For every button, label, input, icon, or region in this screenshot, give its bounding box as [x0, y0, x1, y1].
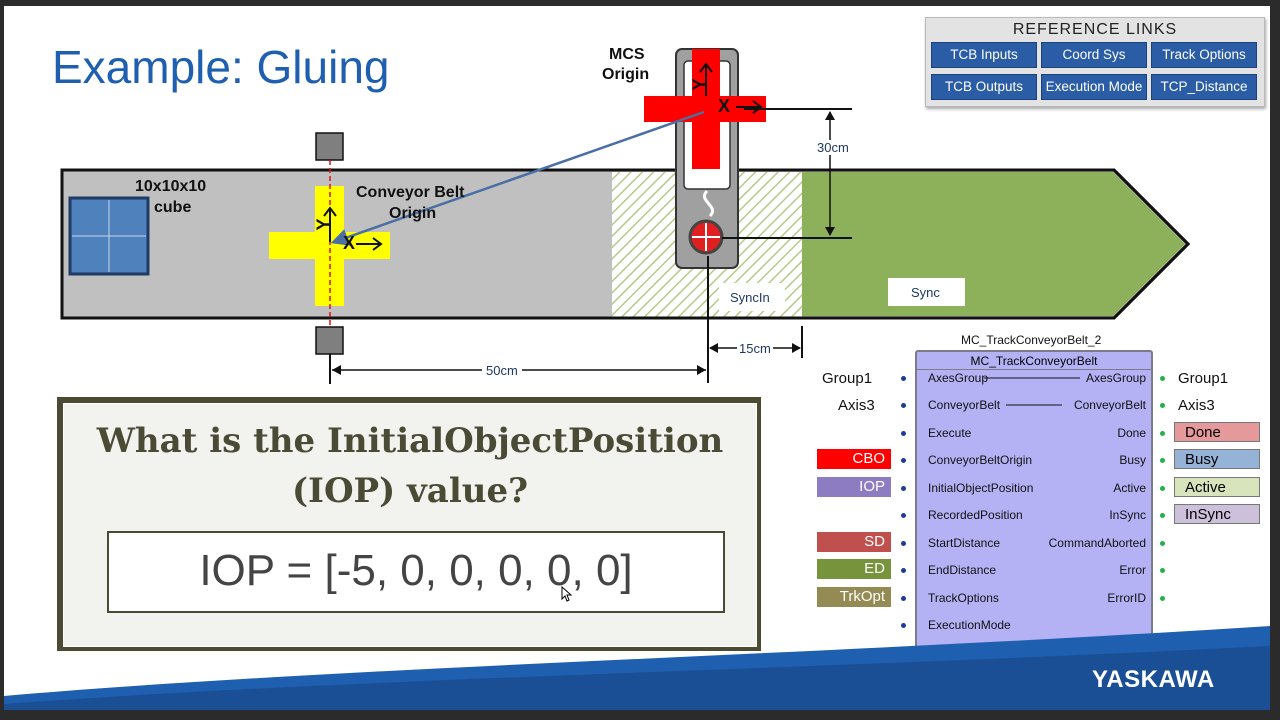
var-ed[interactable]: ED	[817, 559, 891, 579]
var-sd[interactable]: SD	[817, 532, 891, 552]
link-tcb-outputs[interactable]: TCB Outputs	[931, 74, 1037, 100]
question-text: What is the InitialObjectPosition (IOP) …	[64, 416, 756, 516]
var-cbo[interactable]: CBO	[817, 449, 891, 469]
pin-in-2[interactable]	[901, 431, 906, 436]
mcs-origin-label-2: Origin	[602, 66, 650, 83]
answer-box: IOP = [-5, 0, 0, 0, 0, 0]	[107, 531, 725, 613]
fb-input-trackoptions: TrackOptions	[928, 591, 999, 605]
answer-text: IOP = [-5, 0, 0, 0, 0, 0]	[199, 546, 633, 595]
fb-output-conveyorbelt: ConveyorBelt	[1073, 398, 1146, 412]
conveyor-x-axis-label: X	[343, 233, 356, 253]
pin-out-5[interactable]	[1160, 513, 1165, 518]
cube-label-1: 10x10x10	[135, 178, 207, 195]
var-done[interactable]: Done	[1174, 422, 1260, 442]
conveyor-origin-label-1: Conveyor Belt	[356, 184, 465, 201]
fb-input-initialobjectposition: InitialObjectPosition	[928, 481, 1034, 495]
slide: Example: Gluing REFERENCE LINKS TCB Inpu…	[4, 6, 1270, 710]
fb-input-execute: Execute	[928, 426, 972, 440]
dim-50cm-label: 50cm	[482, 363, 522, 378]
fb-input-recordedposition: RecordedPosition	[928, 508, 1023, 522]
dim-15cm-label: 15cm	[737, 341, 773, 356]
link-track-options[interactable]: Track Options	[1151, 42, 1257, 68]
mcs-origin-label-1: MCS	[609, 46, 645, 63]
var-group1-left: Group1	[822, 370, 873, 387]
pin-in-1[interactable]	[901, 403, 906, 408]
syncin-label: SyncIn	[730, 290, 770, 305]
mouse-cursor-icon	[561, 586, 573, 602]
pin-in-7[interactable]	[901, 568, 906, 573]
fb-output-busy: Busy	[1119, 453, 1146, 467]
bottom-banner	[4, 626, 1270, 710]
reference-links-title: REFERENCE LINKS	[1012, 21, 1178, 38]
pin-out-0[interactable]	[1160, 376, 1165, 381]
mcs-x-axis-label: X	[718, 96, 731, 116]
var-trkopt[interactable]: TrkOpt	[817, 587, 891, 607]
var-insync[interactable]: InSync	[1174, 504, 1260, 524]
fb-type-name: MC_TrackConveyorBelt	[970, 354, 1098, 368]
pin-in-4[interactable]	[901, 486, 906, 491]
question-line-2: (IOP) value?	[291, 471, 529, 511]
fb-input-axesgroup: AxesGroup	[928, 371, 989, 385]
pin-in-0[interactable]	[901, 376, 906, 381]
fb-instance-name: MC_TrackConveyorBelt_2	[961, 333, 1102, 347]
fb-output-axesgroup: AxesGroup	[1085, 371, 1146, 385]
link-tcp-distance[interactable]: TCP_Distance	[1151, 74, 1257, 100]
var-axis3-left: Axis3	[838, 397, 875, 414]
fb-output-done: Done	[1117, 426, 1146, 440]
reference-links-panel: REFERENCE LINKS TCB Inputs Coord Sys Tra…	[925, 17, 1265, 107]
pin-out-6[interactable]	[1160, 541, 1165, 546]
question-box: What is the InitialObjectPosition (IOP) …	[57, 397, 761, 651]
var-busy[interactable]: Busy	[1174, 449, 1260, 469]
pin-out-1[interactable]	[1160, 403, 1165, 408]
var-group1-right: Group1	[1178, 370, 1229, 387]
cube-label-2: cube	[154, 199, 192, 216]
dim-30cm-label: 30cm	[815, 140, 851, 155]
fb-output-error: Error	[1119, 563, 1146, 577]
fb-header-divider	[917, 369, 1151, 370]
fb-output-commandaborted: CommandAborted	[1048, 536, 1146, 550]
pin-in-8[interactable]	[901, 596, 906, 601]
fb-output-active: Active	[1113, 481, 1146, 495]
pin-out-8[interactable]	[1160, 596, 1165, 601]
function-block[interactable]: MC_TrackConveyorBelt	[915, 350, 1153, 655]
pin-in-9[interactable]	[901, 623, 906, 628]
pin-in-3[interactable]	[901, 458, 906, 463]
pin-out-4[interactable]	[1160, 486, 1165, 491]
link-tcb-inputs[interactable]: TCB Inputs	[931, 42, 1037, 68]
slide-title: Example: Gluing	[52, 41, 390, 93]
conveyor-diagram	[60, 48, 1191, 384]
pin-in-6[interactable]	[901, 541, 906, 546]
yaskawa-logo: YASKAWA	[1092, 666, 1215, 693]
question-inner: What is the InitialObjectPosition (IOP) …	[63, 403, 757, 647]
fb-input-conveyorbeltorigin: ConveyorBeltOrigin	[928, 453, 1033, 467]
fb-input-executionmode: ExecutionMode	[928, 618, 1011, 632]
pin-out-2[interactable]	[1160, 431, 1165, 436]
var-axis3-right: Axis3	[1178, 397, 1215, 414]
fb-output-errorid: ErrorID	[1107, 591, 1146, 605]
question-line-1: What is the InitialObjectPosition	[96, 421, 724, 461]
function-block-pins	[984, 377, 1080, 406]
link-execution-mode[interactable]: Execution Mode	[1041, 74, 1147, 100]
link-coord-sys[interactable]: Coord Sys	[1041, 42, 1147, 68]
conveyor-origin-label-2: Origin	[389, 205, 437, 222]
pin-out-7[interactable]	[1160, 568, 1165, 573]
fb-input-conveyorbelt: ConveyorBelt	[928, 398, 1001, 412]
sync-label: Sync	[911, 285, 940, 300]
fb-output-insync: InSync	[1109, 508, 1146, 522]
pin-in-5[interactable]	[901, 513, 906, 518]
var-active[interactable]: Active	[1174, 477, 1260, 497]
position-vector-arrow	[330, 110, 705, 246]
var-iop[interactable]: IOP	[817, 477, 891, 497]
fb-input-startdistance: StartDistance	[928, 536, 1001, 550]
pin-out-3[interactable]	[1160, 458, 1165, 463]
fb-input-enddistance: EndDistance	[928, 563, 997, 577]
